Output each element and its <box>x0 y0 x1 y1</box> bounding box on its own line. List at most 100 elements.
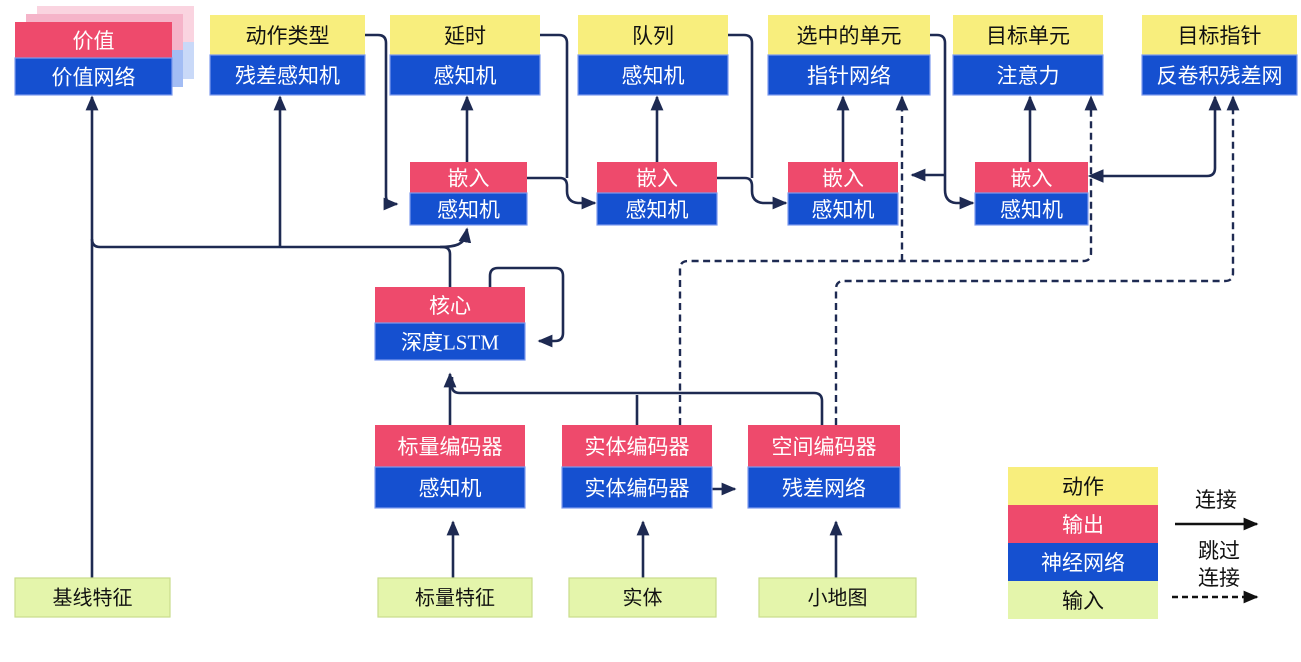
node-network-label: 残差网络 <box>782 477 866 501</box>
node-network-label: 感知机 <box>622 64 685 88</box>
node-network-label: 价值网络 <box>52 66 136 90</box>
edge-selected-sample-down <box>930 33 947 175</box>
node-header-label: 标量编码器 <box>398 435 503 459</box>
legend-label-2: 神经网络 <box>1041 551 1125 575</box>
edge-core-output-bus <box>90 238 452 287</box>
node-network-label: 深度LSTM <box>401 331 499 355</box>
node-network-band <box>747 466 901 509</box>
legend-swatch-1 <box>1008 505 1158 543</box>
node-header-label: 实体编码器 <box>585 435 690 459</box>
node-network-label: 指针网络 <box>807 64 891 88</box>
edge-core-to-embed1 <box>439 227 472 249</box>
node-header-band <box>15 22 172 58</box>
node-network-label: 实体编码器 <box>585 477 690 501</box>
node-header-band <box>788 162 898 193</box>
node-header-label: 价值 <box>73 29 115 53</box>
node-header-label: 队列 <box>632 24 674 48</box>
node-network-label: 感知机 <box>419 477 482 501</box>
legend-label-1: 输出 <box>1062 513 1104 537</box>
edge-delay-sample-down <box>540 33 569 178</box>
connectors <box>85 33 1240 578</box>
node-header-band <box>975 162 1088 193</box>
node-header-band <box>210 15 365 55</box>
input-box <box>14 577 171 618</box>
node-header-label: 目标指针 <box>1178 24 1262 48</box>
node-header-label: 目标单元 <box>986 24 1070 48</box>
node-header-band <box>578 15 728 55</box>
legend-swatch-0 <box>1008 467 1158 505</box>
input-box <box>377 577 533 618</box>
legend-swatch-3 <box>1008 581 1158 619</box>
node-header-band <box>375 425 525 467</box>
edge-embed2-to-embed3 <box>717 176 788 210</box>
edge-queue-sample-down <box>728 33 754 178</box>
edge-targetpoint-to-embed4-arrowhead <box>1087 169 1104 183</box>
input-label: 小地图 <box>808 587 868 610</box>
node-network-band <box>409 192 528 226</box>
input-box <box>758 577 917 618</box>
node-network-band <box>389 54 541 96</box>
skip-spatialenc-to-targetpoint <box>834 95 1240 425</box>
legend-label-3: 输入 <box>1062 589 1104 613</box>
node-network-label: 感知机 <box>1000 198 1063 222</box>
node-header-band <box>748 425 900 467</box>
input-label: 基线特征 <box>53 587 133 610</box>
edge-core-recurrent-loop <box>488 266 565 348</box>
node-network-band <box>787 192 899 226</box>
node-network-label: 感知机 <box>812 198 875 222</box>
node-header-band <box>562 425 712 467</box>
node-header-band <box>768 15 930 55</box>
node-header-label: 动作类型 <box>246 24 330 48</box>
node-network-band <box>767 54 931 96</box>
node-network-band <box>209 54 366 96</box>
node-network-band <box>14 57 173 96</box>
input-label: 标量特征 <box>415 587 495 610</box>
node-entities: 实体 <box>568 577 717 618</box>
node-network-band <box>974 192 1089 226</box>
node-header-label: 嵌入 <box>822 167 864 191</box>
node-header-label: 嵌入 <box>1011 167 1053 191</box>
node-header-label: 选中的单元 <box>797 24 902 48</box>
node-header-label: 核心 <box>429 294 471 318</box>
node-header-label: 空间编码器 <box>772 435 877 459</box>
legend-swatch-2 <box>1008 543 1158 581</box>
node-network-band <box>374 322 526 361</box>
node-network-label: 注意力 <box>997 64 1060 88</box>
node-network-label: 感知机 <box>626 198 689 222</box>
node-network-label: 反卷积残差网 <box>1157 64 1283 88</box>
node-header-label: 嵌入 <box>448 167 490 191</box>
node-network-band <box>374 466 526 509</box>
node-header-band <box>375 287 525 323</box>
node-minimap: 小地图 <box>758 577 917 618</box>
edge-selected-to-embed4 <box>943 175 975 210</box>
input-box <box>568 577 717 618</box>
node-header-band <box>1142 15 1297 55</box>
input-label: 实体 <box>623 587 663 610</box>
edge-actiontype-to-embed1 <box>365 33 399 211</box>
node-baseline_features: 基线特征 <box>14 577 171 618</box>
node-header-label: 嵌入 <box>636 167 678 191</box>
legend-dashed-arrow-label-1: 连接 <box>1198 566 1240 590</box>
node-network-band <box>561 466 713 509</box>
node-network-band <box>1141 54 1298 96</box>
node-scalar_features: 标量特征 <box>377 577 533 618</box>
node-header-band <box>390 15 540 55</box>
legend-dashed-arrow-label-0: 跳过 <box>1198 539 1240 563</box>
node-header-band <box>410 162 527 193</box>
legend-label-0: 动作 <box>1062 475 1104 499</box>
edge-embed4-to-targetpoint <box>1100 95 1222 178</box>
